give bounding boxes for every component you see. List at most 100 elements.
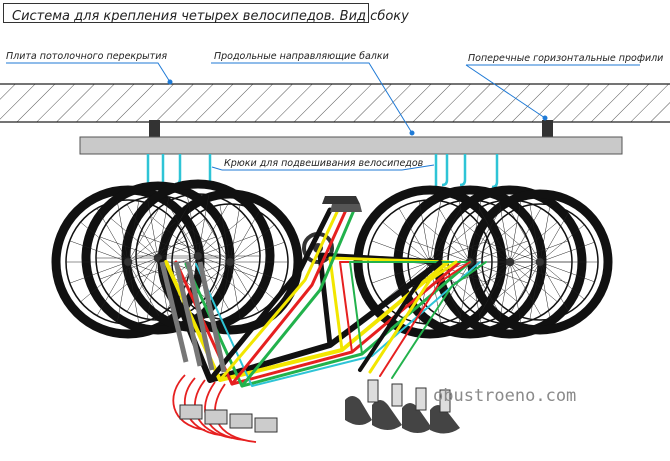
cross-profile-left xyxy=(149,120,160,138)
spoke xyxy=(539,261,551,320)
spoke xyxy=(495,224,541,263)
spoke xyxy=(127,261,160,316)
spoke xyxy=(229,261,285,283)
spoke xyxy=(127,221,176,263)
spoke xyxy=(539,204,551,263)
spoke xyxy=(99,257,159,280)
wheel-hub xyxy=(193,251,203,261)
spoke xyxy=(229,211,260,263)
spoke xyxy=(96,208,129,263)
spoke xyxy=(498,261,511,324)
spoke xyxy=(126,257,159,312)
spoke xyxy=(219,204,231,263)
spoke xyxy=(382,221,431,263)
spoke xyxy=(451,240,511,263)
spoke xyxy=(539,224,585,263)
spoke xyxy=(429,208,462,263)
spoke xyxy=(197,194,210,257)
spoke xyxy=(157,217,206,259)
spoke xyxy=(469,200,482,263)
spoke xyxy=(99,236,159,259)
spoke xyxy=(411,240,471,263)
bike-seats xyxy=(322,196,362,212)
spoke xyxy=(157,196,170,259)
spoke xyxy=(80,261,129,303)
wheel-hub xyxy=(535,257,545,267)
spoke xyxy=(529,204,541,263)
wheel-spokes xyxy=(66,194,598,324)
handlebars xyxy=(172,374,278,443)
spoke xyxy=(175,241,231,263)
spoke xyxy=(485,261,541,283)
spoke xyxy=(127,200,140,263)
label-longitudinal-beams: Продольные направляющие балки xyxy=(214,51,389,62)
spoke xyxy=(382,261,431,303)
spoke xyxy=(539,261,585,300)
forks xyxy=(159,261,227,373)
spoke xyxy=(127,240,187,263)
spoke xyxy=(529,261,541,320)
spoke xyxy=(229,224,275,263)
spoke xyxy=(185,224,231,263)
spoke xyxy=(458,200,471,263)
wheels-left xyxy=(51,179,303,339)
spoke xyxy=(478,208,511,263)
spoke xyxy=(116,200,129,263)
watermark: obustroeno.com xyxy=(433,386,577,406)
spoke xyxy=(539,241,595,263)
spoke xyxy=(438,208,471,263)
label-hooks: Крюки для подвешивания велосипедов xyxy=(224,158,424,169)
spoke xyxy=(126,204,159,259)
spoke xyxy=(510,211,541,263)
spoke xyxy=(469,208,502,263)
spoke xyxy=(229,261,241,320)
spoke xyxy=(110,217,159,259)
spoke xyxy=(429,200,442,263)
spoke xyxy=(197,202,230,257)
spoke xyxy=(398,208,431,263)
spoke xyxy=(166,202,199,257)
spoke xyxy=(229,204,241,263)
page-title: Система для крепления четырех велосипедо… xyxy=(12,9,409,24)
spoke xyxy=(422,221,471,263)
spoke xyxy=(229,261,275,300)
spoke xyxy=(69,240,129,263)
spoke xyxy=(509,240,569,263)
spoke xyxy=(495,261,541,300)
spoke xyxy=(150,215,199,257)
spoke xyxy=(498,200,511,263)
spoke xyxy=(469,261,502,316)
spoke xyxy=(157,257,170,320)
spoke xyxy=(469,221,518,263)
spoke xyxy=(229,241,285,263)
spoke xyxy=(80,221,129,263)
spoke xyxy=(139,234,199,257)
spoke xyxy=(539,261,595,283)
spoke xyxy=(539,211,570,263)
spoke xyxy=(509,261,558,303)
pedals xyxy=(345,379,460,434)
spoke xyxy=(510,261,541,313)
spoke xyxy=(429,221,478,263)
spoke xyxy=(186,194,199,257)
spoke xyxy=(116,261,129,324)
spoke xyxy=(157,204,190,259)
label-cross-profiles: Поперечные горизонтальные профили xyxy=(468,53,664,64)
spoke xyxy=(127,261,140,324)
spoke xyxy=(462,261,511,303)
title-box: Система для крепления четырех велосипедо… xyxy=(3,3,409,24)
label-ceiling-slab: Плита потолочного перекрытия xyxy=(6,51,168,62)
spoke xyxy=(485,241,541,263)
leader-lines xyxy=(6,62,640,171)
wheel-hub xyxy=(123,257,133,267)
spoke xyxy=(429,240,489,263)
spoke xyxy=(197,215,246,257)
spoke xyxy=(539,261,570,313)
spoke xyxy=(371,261,431,284)
spoke xyxy=(200,211,231,263)
ceiling-slab xyxy=(0,83,670,123)
spoke xyxy=(146,196,159,259)
spoke xyxy=(219,261,231,320)
